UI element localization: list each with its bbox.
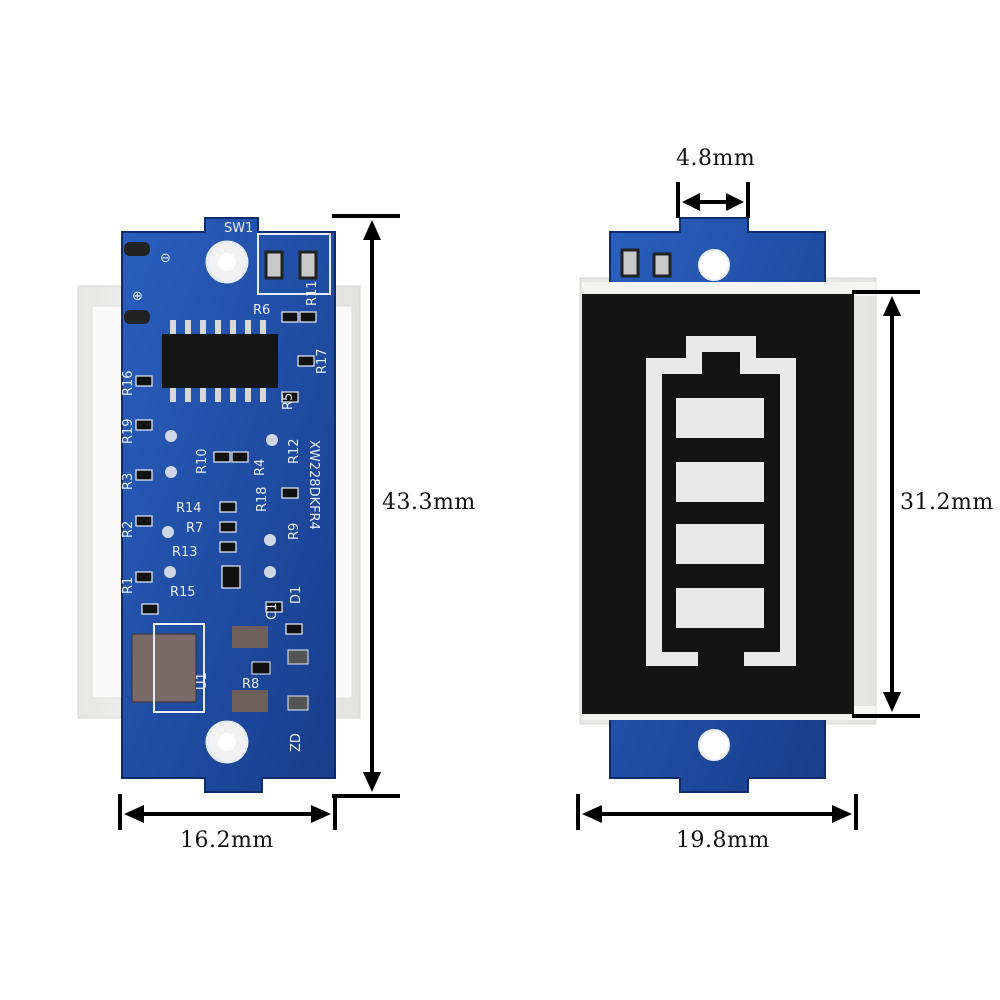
- label-r2: R2: [121, 521, 136, 538]
- label-r14: R14: [176, 501, 202, 516]
- back-width-label: 19.8mm: [676, 828, 770, 853]
- label-r19: R19: [121, 418, 136, 444]
- label-r13: R13: [172, 545, 198, 560]
- label-zd: ZD: [289, 733, 304, 752]
- tab-width-label: 4.8mm: [676, 146, 756, 171]
- label-r1: R1: [121, 577, 136, 594]
- led-display: [582, 294, 854, 714]
- display-height-dimension: [852, 290, 920, 718]
- label-r7: R7: [186, 521, 203, 536]
- back-width-dimension: [576, 794, 858, 830]
- battery-bar-4: [676, 588, 764, 628]
- plus-symbol: ⊕: [132, 289, 143, 304]
- u1-label: U1: [195, 672, 210, 690]
- label-r6: R6: [253, 303, 270, 318]
- label-r3: R3: [121, 473, 136, 490]
- label-d1: D1: [289, 586, 304, 604]
- label-r4: R4: [253, 459, 268, 476]
- battery-bar-3: [676, 524, 764, 564]
- front-height-dimension: [332, 214, 400, 798]
- label-r12: R12: [287, 438, 302, 464]
- display-height-label: 31.2mm: [900, 490, 994, 515]
- front-width-label: 16.2mm: [180, 828, 274, 853]
- label-r10: R10: [195, 448, 210, 474]
- back-module: [576, 182, 920, 830]
- tab-width-dimension: [676, 182, 750, 218]
- front-height-label: 43.3mm: [382, 490, 476, 515]
- label-c1: C1: [265, 603, 280, 620]
- label-r5: R5: [281, 393, 296, 410]
- label-r16: R16: [121, 370, 136, 396]
- label-r15: R15: [170, 585, 196, 600]
- u1-pad: [131, 633, 197, 703]
- label-r11: R11: [305, 280, 320, 306]
- ic-chip: [162, 320, 278, 402]
- battery-outline: [646, 336, 796, 666]
- battery-bar-1: [676, 398, 764, 438]
- front-width-dimension: [118, 794, 337, 830]
- label-r17: R17: [315, 348, 330, 374]
- smd-components: [135, 311, 317, 635]
- switch-label: SW1: [224, 221, 253, 236]
- label-r8: R8: [242, 677, 259, 692]
- model-text: XW228DKFR4: [306, 440, 321, 530]
- label-r18: R18: [255, 486, 270, 512]
- front-module: ⊖ ⊕ SW1: [77, 214, 400, 830]
- battery-bar-2: [676, 462, 764, 502]
- label-r9: R9: [287, 523, 302, 540]
- minus-symbol: ⊖: [160, 251, 171, 266]
